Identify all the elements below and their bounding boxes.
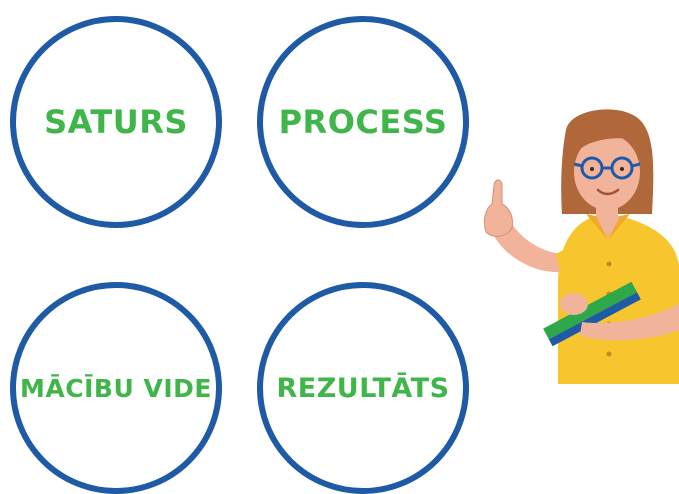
concept-label-process: PROCESS — [278, 103, 448, 141]
concept-label-saturs: SATURS — [44, 103, 188, 141]
teacher-illustration — [483, 109, 679, 384]
concept-circle-macibu-vide: MĀCĪBU VIDE — [10, 282, 222, 494]
teacher-collar — [590, 216, 626, 238]
concept-label-rezultats: REZULTĀTS — [276, 372, 450, 404]
concept-circle-saturs: SATURS — [10, 16, 222, 228]
holding-hand — [560, 293, 588, 315]
teacher-raised-arm — [492, 224, 566, 273]
book-icon — [543, 281, 641, 347]
concept-circle-process: PROCESS — [257, 16, 469, 228]
glasses-icon — [573, 156, 641, 180]
concept-circle-rezultats: REZULTĀTS — [257, 282, 469, 494]
concept-label-macibu-vide: MĀCĪBU VIDE — [20, 373, 212, 403]
teacher-face — [574, 134, 640, 210]
pointing-hand — [483, 179, 513, 237]
